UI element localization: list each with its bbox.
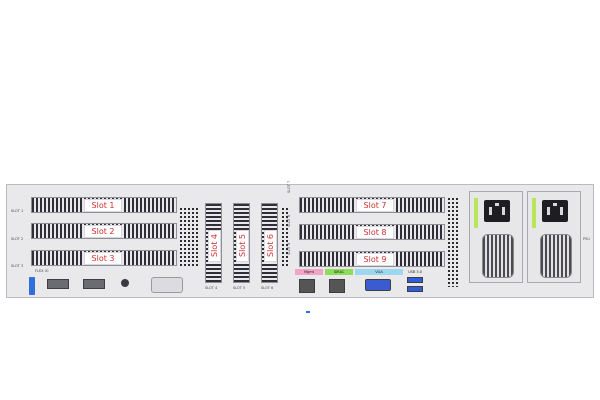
pcie-slot-4[interactable]: Slot 4 xyxy=(205,203,222,283)
rj45-port-icon[interactable] xyxy=(299,279,315,293)
slot-7-label: Slot 7 xyxy=(356,199,394,212)
slot-6-label: Slot 6 xyxy=(264,230,277,262)
serial-connector[interactable] xyxy=(151,277,183,293)
fan-grille-icon xyxy=(482,234,514,278)
riser-label-slot7: SLOT 7 xyxy=(287,180,291,193)
power-supply-2[interactable] xyxy=(527,191,581,283)
vga-tag: VGA xyxy=(355,269,403,275)
slot-3-label: Slot 3 xyxy=(84,252,122,265)
psu-handle-1[interactable] xyxy=(474,198,478,228)
sfp-port-1[interactable] xyxy=(47,279,69,289)
psu-handle-2[interactable] xyxy=(532,198,536,228)
vent-grille-mid xyxy=(281,207,289,267)
pcie-slot-7[interactable]: Slot 7 xyxy=(299,197,445,213)
ac-inlet-icon[interactable] xyxy=(484,200,510,222)
fan-grille-icon xyxy=(540,234,572,278)
riser-label-slot5: SLOT 5 xyxy=(233,286,246,290)
power-supply-1[interactable] xyxy=(469,191,523,283)
vent-grille-left xyxy=(179,207,199,267)
slot-4-label: Slot 4 xyxy=(208,230,221,262)
server-rear-chassis: Slot 1 Slot 2 Slot 3 SLOT 1 SLOT 2 SLOT … xyxy=(6,180,594,298)
riser-label-slot2: SLOT 2 xyxy=(11,237,24,241)
pcie-slot-5[interactable]: Slot 5 xyxy=(233,203,250,283)
pcie-slot-2[interactable]: Slot 2 xyxy=(31,223,177,239)
sfp-port-2[interactable] xyxy=(83,279,105,289)
slot-1-label: Slot 1 xyxy=(84,199,122,212)
idrac-tag: iDRAC xyxy=(325,269,353,275)
mgmt-tag: Mgmt xyxy=(295,269,323,275)
slot-9-label: Slot 9 xyxy=(356,253,394,266)
slot-5-label: Slot 5 xyxy=(236,230,249,262)
indicator-dot xyxy=(306,311,310,313)
pcie-slot-9[interactable]: Slot 9 xyxy=(299,251,445,267)
riser-label-slot6: SLOT 6 xyxy=(261,286,274,290)
pcie-slot-3[interactable]: Slot 3 xyxy=(31,250,177,266)
riser-label-slot3: SLOT 3 xyxy=(11,264,24,268)
pcie-slot-6[interactable]: Slot 6 xyxy=(261,203,278,283)
pcie-slot-8[interactable]: Slot 8 xyxy=(299,224,445,240)
usb-port-icon[interactable] xyxy=(407,286,423,292)
locator-button-icon[interactable] xyxy=(121,279,129,287)
usb-tag: USB 3.0 xyxy=(408,270,422,274)
slot-8-label: Slot 8 xyxy=(356,226,394,239)
rj45-port-icon[interactable] xyxy=(329,279,345,293)
riser-label-slot4: SLOT 4 xyxy=(205,286,218,290)
riser-label-slot9: SLOT 9 xyxy=(287,242,291,255)
vga-port-icon[interactable] xyxy=(365,279,391,291)
slot-2-label: Slot 2 xyxy=(84,225,122,238)
riser-label-slot8: SLOT 8 xyxy=(287,214,291,227)
vent-grille-right xyxy=(447,197,459,287)
blue-release-tab[interactable] xyxy=(29,277,35,295)
riser-label-slot1: SLOT 1 xyxy=(11,209,24,213)
ac-inlet-icon[interactable] xyxy=(542,200,568,222)
flex-io-label: FLEX IO xyxy=(35,269,49,273)
pcie-slot-1[interactable]: Slot 1 xyxy=(31,197,177,213)
usb-port-icon[interactable] xyxy=(407,277,423,283)
psu-label: PSU xyxy=(583,237,590,241)
